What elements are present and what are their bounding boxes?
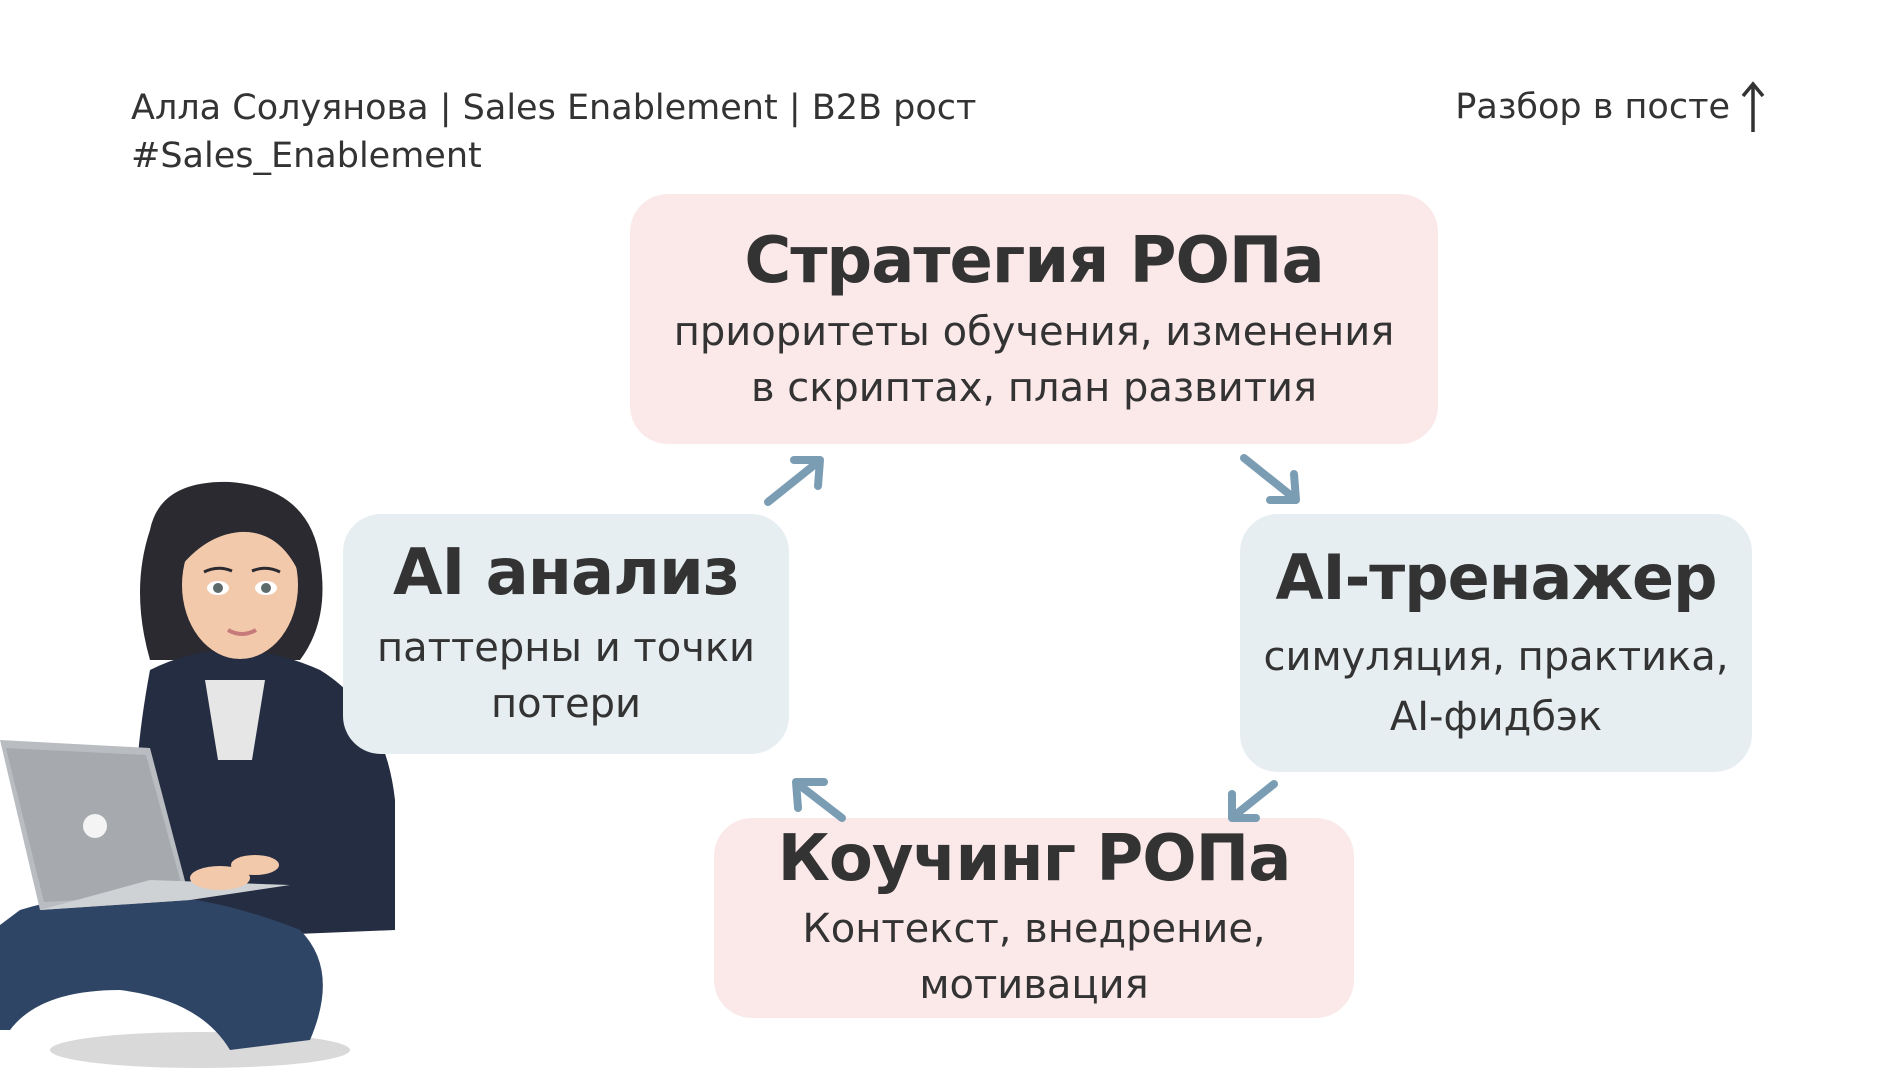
arrow-strategy-to-trainer-icon: [1240, 454, 1300, 504]
arrow-up-icon: [1741, 81, 1765, 132]
header: Алла Солуянова | Sales Enablement | B2B …: [131, 84, 976, 180]
coaching-title: Коучинг РОПа: [777, 822, 1292, 896]
author-line: Алла Солуянова | Sales Enablement | B2B …: [131, 88, 977, 128]
arrow-trainer-to-coaching-icon: [1228, 780, 1278, 822]
arrow-coaching-to-analysis-icon: [792, 778, 846, 822]
woman-with-laptop-illustration: [0, 481, 395, 1068]
strategy-line1: приоритеты обучения, изменения: [673, 309, 1395, 355]
analysis-line1: паттерны и точки: [377, 625, 755, 671]
coaching-line2: мотивация: [919, 962, 1149, 1008]
analysis-line2: потери: [491, 681, 641, 727]
strategy-box: Стратегия РОПа приоритеты обучения, изме…: [630, 194, 1438, 444]
coaching-box: Коучинг РОПа Контекст, внедрение, мотива…: [714, 818, 1354, 1018]
trainer-line2: AI-фидбэк: [1389, 694, 1603, 740]
hashtag: #Sales_Enablement: [131, 136, 482, 176]
strategy-line2: в скриптах, план развития: [750, 365, 1318, 411]
trainer-title: AI-тренажер: [1275, 541, 1718, 614]
post-link[interactable]: Разбор в посте: [1455, 80, 1766, 134]
trainer-box: AI-тренажер симуляция, практика, AI-фидб…: [1240, 514, 1752, 772]
analysis-title: AI анализ: [392, 536, 740, 610]
arrow-analysis-to-strategy-icon: [764, 456, 824, 506]
strategy-title: Стратегия РОПа: [744, 224, 1324, 298]
coaching-line1: Контекст, внедрение,: [802, 906, 1266, 952]
post-link-label: Разбор в посте: [1455, 87, 1730, 127]
trainer-line1: симуляция, практика,: [1263, 634, 1729, 680]
analysis-box: AI анализ паттерны и точки потери: [343, 514, 789, 754]
